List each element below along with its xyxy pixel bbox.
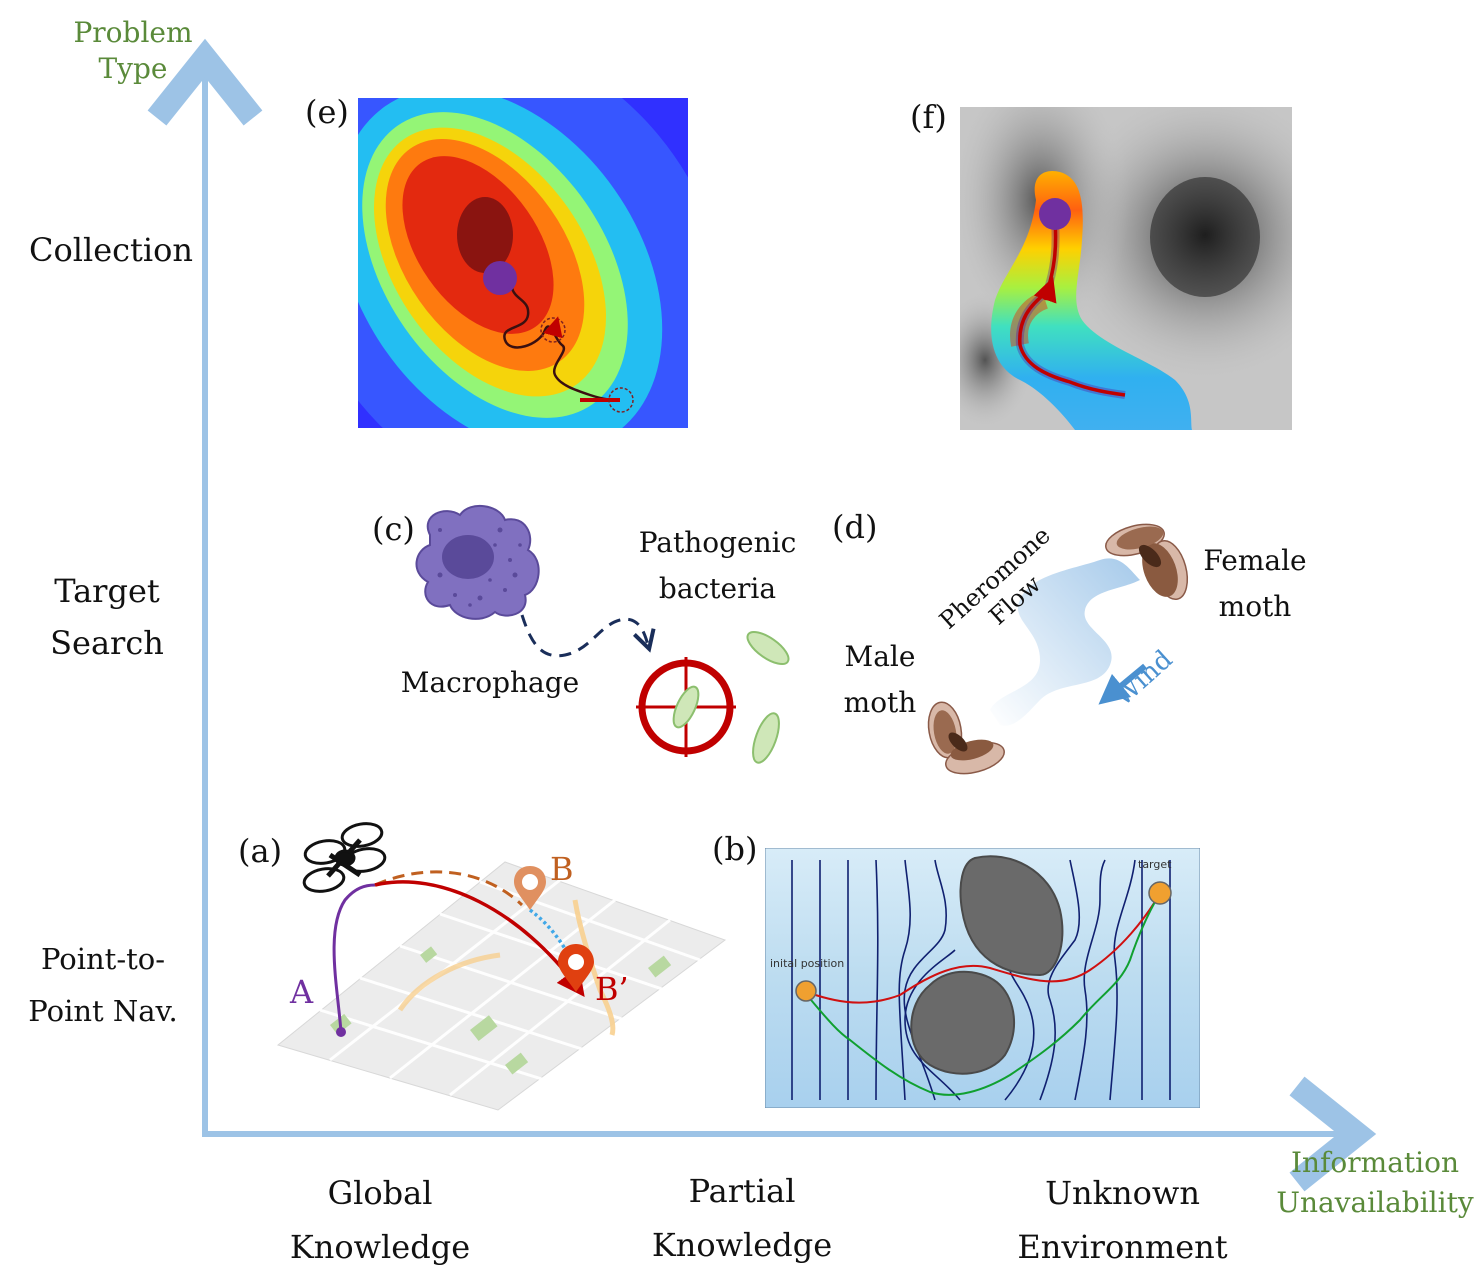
wind-arrow (1098, 663, 1147, 705)
male-moth-icon (927, 701, 1005, 775)
male-moth-label: Male moth (825, 634, 935, 726)
city-map (276, 861, 727, 1111)
y-axis-title-line: Type (98, 52, 168, 85)
panel-e-heatmap (358, 98, 688, 428)
bacteria-label-line: Pathogenic (638, 526, 797, 559)
macrophage-label: Macrophage (400, 666, 580, 699)
actual-path (374, 880, 585, 997)
drone-icon (302, 822, 387, 893)
row-label-line: Collection (28, 231, 194, 269)
panel-b-flow-field (765, 848, 1200, 1108)
female-moth-label-line: moth (1218, 590, 1292, 623)
drone-path-a (332, 883, 376, 1033)
column-label-global: Global Knowledge (270, 1166, 490, 1274)
x-axis-title: Information Unavailability (1275, 1140, 1475, 1226)
panel-label-d: (d) (832, 508, 878, 546)
column-label-line: Knowledge (651, 1226, 833, 1264)
column-label-line: Global (327, 1174, 433, 1212)
column-label-line: Unknown (1045, 1174, 1200, 1212)
bacteria-label-line: bacteria (658, 572, 777, 605)
point-a-marker (336, 1027, 346, 1037)
pheromone-flow-ribbon (990, 558, 1140, 726)
row-label-line: Target (54, 572, 160, 610)
row-label-line: Point-to- (40, 942, 166, 976)
x-axis-title-line: Unavailability (1276, 1186, 1474, 1219)
panel-label-f: (f) (910, 98, 947, 136)
planned-path-dashed (374, 870, 524, 907)
y-axis-title-line: Problem (73, 16, 193, 49)
panel-label-a: (a) (238, 832, 283, 870)
column-label-line: Knowledge (289, 1228, 471, 1266)
row-label-point-to-point: Point-to- Point Nav. (5, 933, 201, 1037)
y-axis-title: Problem Type (58, 10, 208, 92)
x-axis-title-line: Information (1290, 1146, 1460, 1179)
column-label-line: Partial (688, 1172, 796, 1210)
macrophage-cell (415, 504, 540, 620)
female-moth-label: Female moth (1195, 538, 1315, 630)
point-a-label: A (290, 973, 314, 1011)
drift-path-dotted (528, 908, 574, 961)
male-moth-label-line: moth (843, 686, 917, 719)
panel-label-b: (b) (712, 830, 758, 868)
bacteria-icons (672, 630, 790, 764)
row-label-line: Point Nav. (28, 994, 178, 1028)
point-b-prime-pin-icon (558, 944, 594, 992)
female-moth-icon (1105, 523, 1189, 601)
male-moth-label-line: Male (844, 640, 916, 673)
column-label-unknown: Unknown Environment (1000, 1166, 1245, 1274)
row-label-target-search: Target Search (14, 565, 200, 669)
row-label-line: Search (50, 624, 164, 662)
macrophage-path-arrow (520, 614, 648, 658)
point-b-prime-label: B’ (595, 970, 629, 1008)
row-label-collection: Collection (18, 224, 204, 276)
bacteria-label: Pathogenic bacteria (630, 520, 805, 612)
column-label-line: Environment (1017, 1228, 1228, 1266)
point-b-label: B (550, 850, 574, 888)
initial-position-label: inital position (770, 957, 845, 970)
target-label: target (1138, 858, 1172, 871)
female-moth-label-line: Female (1203, 544, 1307, 577)
panel-label-c: (c) (372, 510, 415, 548)
point-b-pin-icon (514, 866, 546, 910)
panel-f-heatmap (960, 107, 1292, 430)
panel-label-e: (e) (305, 93, 349, 131)
column-label-partial: Partial Knowledge (632, 1164, 852, 1272)
